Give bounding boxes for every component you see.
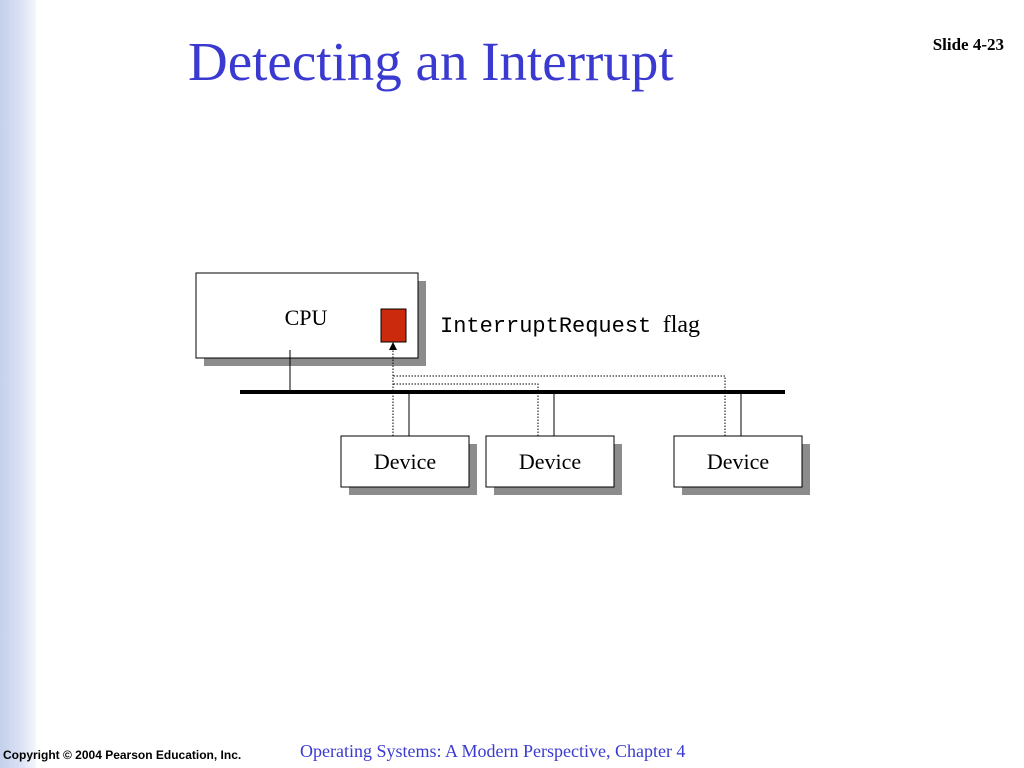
device-label: Device xyxy=(519,449,581,474)
device-box xyxy=(673,435,803,488)
copyright-notice: Copyright © 2004 Pearson Education, Inc. xyxy=(3,748,242,762)
footer-title: Operating Systems: A Modern Perspective,… xyxy=(300,741,686,761)
slide-number: Slide 4-23 xyxy=(932,35,1004,54)
flag-name: InterruptRequest xyxy=(440,314,651,339)
irq-line-device-3 xyxy=(393,375,726,436)
slide-title: Detecting an Interrupt xyxy=(188,31,674,92)
decorative-side-bar xyxy=(0,0,36,768)
device-box xyxy=(485,435,615,488)
cpu-label: CPU xyxy=(285,305,328,330)
irq-line-device-2 xyxy=(393,383,539,436)
interrupt-request-lines xyxy=(389,342,726,436)
device-label: Device xyxy=(707,449,769,474)
device-label: Device xyxy=(374,449,436,474)
device-bus-connectors xyxy=(408,394,742,436)
interrupt-request-flag xyxy=(380,308,407,343)
device-box xyxy=(340,435,470,488)
flag-suffix: flag xyxy=(663,312,700,338)
flag-label: InterruptRequest flag xyxy=(440,312,700,339)
